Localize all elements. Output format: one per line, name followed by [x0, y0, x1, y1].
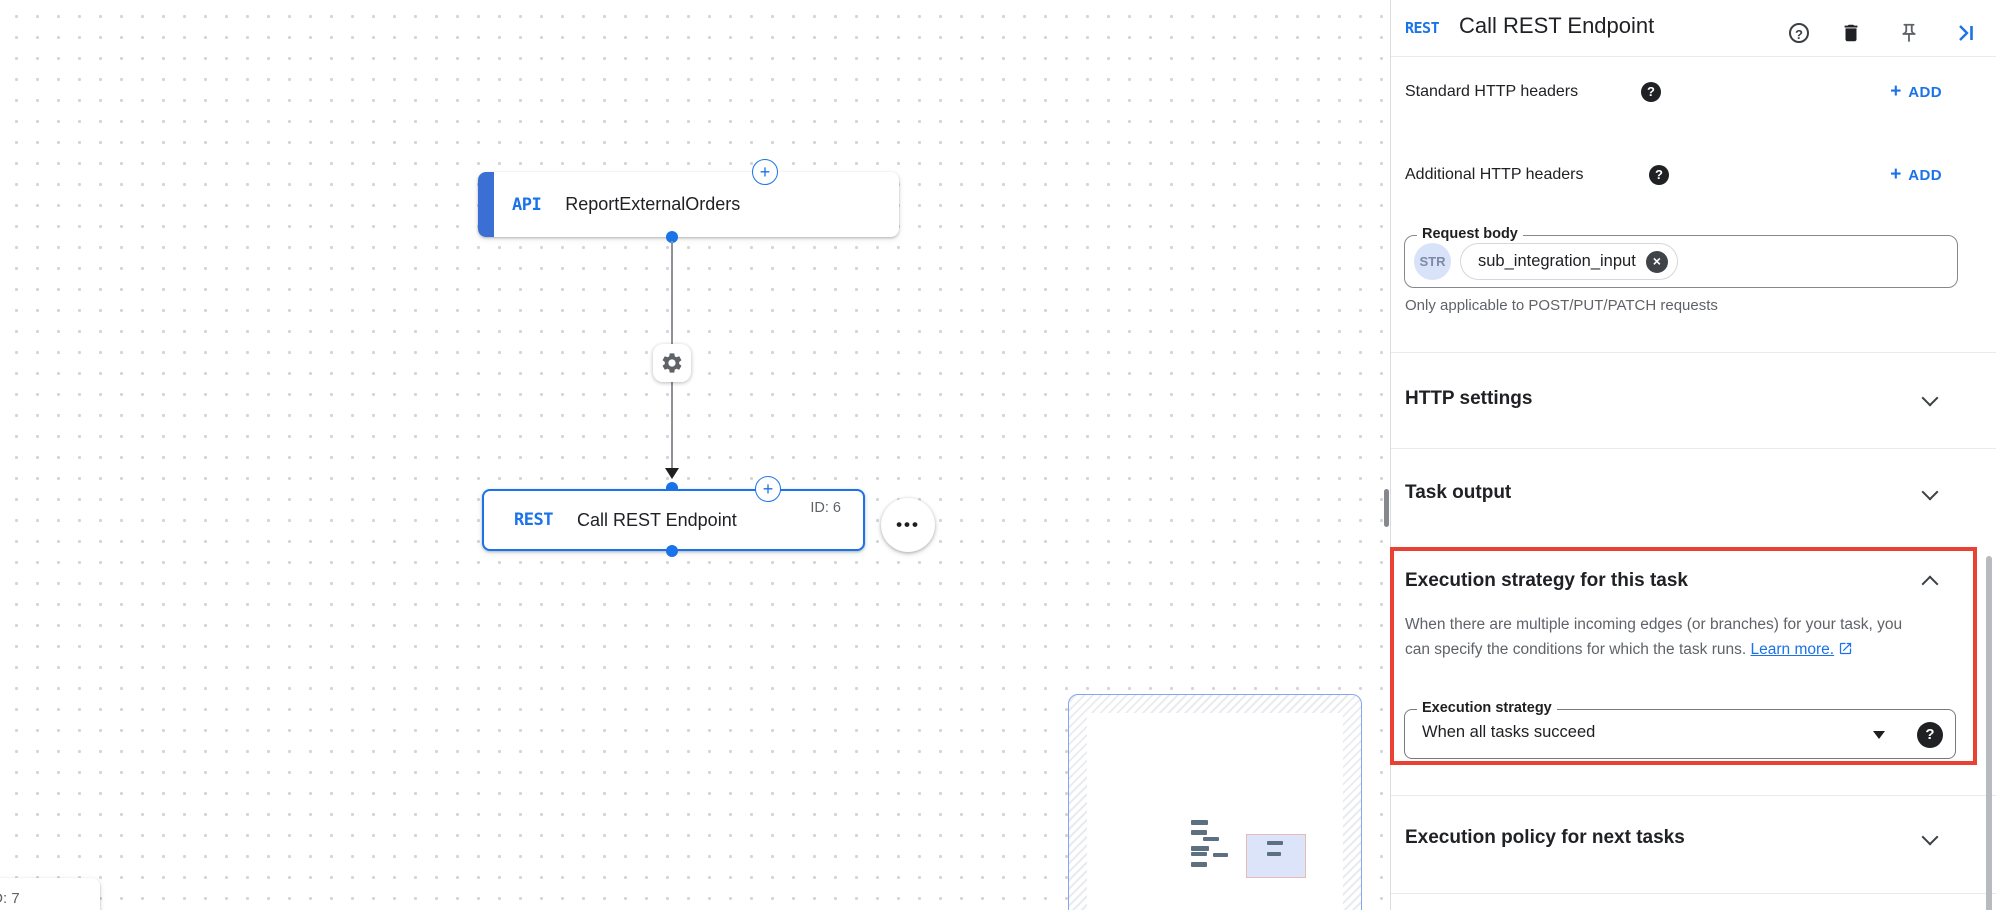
minimap-node-bar — [1191, 846, 1209, 851]
execution-strategy-field-label: Execution strategy — [1417, 700, 1557, 716]
panel-scrollbar-thumb[interactable] — [1384, 489, 1389, 527]
minimap-node-bar — [1191, 830, 1207, 835]
add-additional-header-button[interactable]: + ADD — [1890, 164, 1942, 185]
node-id-label: ID: 6 — [810, 500, 841, 516]
minimap-node-bar — [1191, 852, 1207, 856]
section-execution-policy[interactable]: Execution policy for next tasks — [1405, 827, 1685, 848]
additional-headers-label: Additional HTTP headers — [1405, 166, 1584, 183]
help-icon[interactable]: ? — [1917, 722, 1943, 748]
divider — [1391, 893, 1996, 894]
minimap-viewport[interactable] — [1246, 834, 1306, 878]
minimap-node-bar — [1191, 820, 1208, 825]
connection-dot[interactable] — [666, 545, 678, 557]
standard-headers-label: Standard HTTP headers — [1405, 83, 1579, 100]
minimap-node-bar — [1191, 862, 1207, 867]
minimap-node-bar — [1213, 853, 1228, 857]
minimap-surface — [1087, 713, 1343, 910]
chevron-down-icon[interactable] — [1921, 483, 1939, 501]
edge-arrowhead-icon — [665, 468, 679, 479]
help-icon[interactable]: ? — [1641, 82, 1661, 102]
section-execution-strategy[interactable]: Execution strategy for this task — [1405, 570, 1688, 591]
node-accent-bar — [478, 172, 494, 237]
rest-node-badge: REST — [514, 510, 553, 530]
minimap-node-bar — [1203, 837, 1219, 841]
external-link-icon — [1839, 642, 1852, 655]
collapse-panel-button[interactable] — [1953, 21, 1977, 45]
rest-node-label: Call REST Endpoint — [576, 509, 737, 530]
trash-icon — [1844, 24, 1858, 42]
help-button[interactable]: ? — [1787, 21, 1811, 45]
variable-chip[interactable]: sub_integration_input × — [1460, 243, 1678, 280]
node-call-rest-endpoint[interactable]: REST Call REST Endpoint ID: 6 — [482, 489, 865, 551]
remove-variable-icon[interactable]: × — [1645, 250, 1668, 273]
panel-title: Call REST Endpoint — [1459, 13, 1655, 38]
execution-strategy-select[interactable]: When all tasks succeed ? — [1404, 709, 1956, 759]
section-http-settings[interactable]: HTTP settings — [1405, 388, 1533, 409]
node-report-external-orders[interactable]: API ReportExternalOrders — [478, 172, 899, 237]
task-config-panel: REST Call REST Endpoint ? Standard HTTP … — [1390, 0, 1996, 910]
ellipsis-icon: ••• — [896, 515, 920, 534]
request-body-helper: Only applicable to POST/PUT/PATCH reques… — [1405, 297, 1718, 314]
canvas-minimap[interactable] — [1068, 694, 1362, 910]
help-icon: ? — [1789, 23, 1809, 43]
chevron-down-icon[interactable] — [1921, 828, 1939, 846]
divider — [1391, 352, 1996, 353]
scrollbar-thumb[interactable] — [1986, 556, 1992, 910]
chevron-down-icon[interactable] — [1921, 389, 1939, 407]
minimap-node-bar — [1267, 841, 1283, 845]
chevron-up-icon[interactable] — [1921, 575, 1939, 593]
divider — [1391, 448, 1996, 449]
node-partial[interactable]: ID: 7 — [0, 878, 100, 910]
request-body-label: Request body — [1417, 226, 1523, 242]
request-body-field[interactable]: STR sub_integration_input × — [1404, 235, 1958, 288]
api-node-label: ReportExternalOrders — [565, 194, 741, 214]
string-type-chip: STR — [1414, 243, 1451, 280]
help-icon[interactable]: ? — [1649, 165, 1669, 185]
api-node-badge: API — [512, 194, 542, 215]
dropdown-arrow-icon — [1873, 731, 1885, 739]
execution-strategy-description: When there are multiple incoming edges (… — [1405, 616, 1903, 658]
add-standard-header-button[interactable]: + ADD — [1890, 81, 1942, 102]
section-task-output[interactable]: Task output — [1405, 482, 1512, 503]
plus-icon: + — [1890, 81, 1902, 102]
add-task-icon[interactable]: + — [755, 476, 781, 502]
minimap-node-bar — [1267, 852, 1281, 856]
divider — [1391, 795, 1996, 796]
edge-settings-button[interactable] — [653, 344, 691, 382]
add-task-icon[interactable]: + — [752, 159, 778, 185]
pin-panel-button[interactable] — [1897, 21, 1921, 45]
plus-icon: + — [1890, 164, 1902, 185]
pin-icon — [1902, 23, 1916, 43]
node-id-label: ID: 7 — [0, 890, 20, 907]
workflow-canvas[interactable]: API ReportExternalOrders + REST Call RES… — [0, 0, 1390, 910]
connection-dot[interactable] — [666, 231, 678, 243]
more-options-button[interactable]: ••• — [881, 498, 935, 552]
collapse-right-icon — [1959, 25, 1973, 41]
divider — [1391, 56, 1996, 57]
delete-task-button[interactable] — [1839, 21, 1863, 45]
rest-badge: REST — [1405, 19, 1440, 37]
gear-icon — [662, 353, 682, 373]
learn-more-link[interactable]: Learn more. — [1751, 641, 1854, 658]
